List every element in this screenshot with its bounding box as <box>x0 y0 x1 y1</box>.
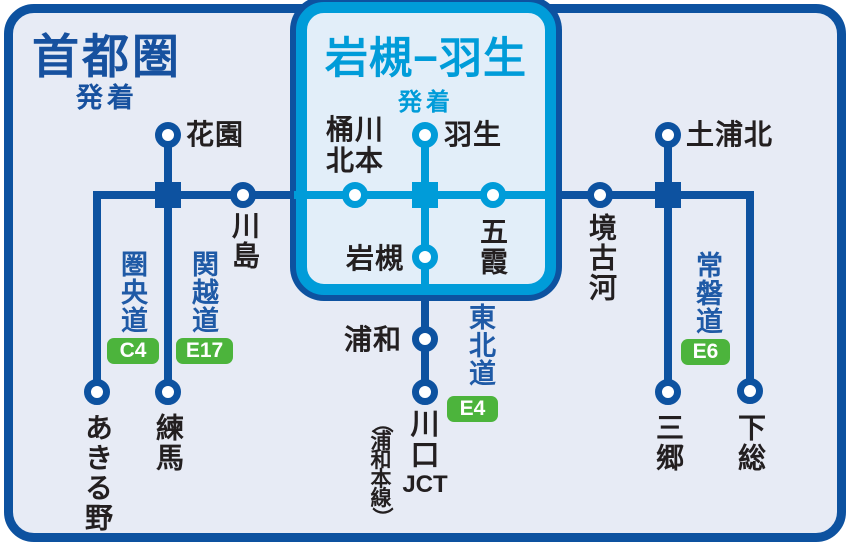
station-node-akiruno <box>84 379 110 405</box>
junction-icon-east <box>655 182 681 208</box>
route-line-jobando <box>664 135 672 392</box>
route-badge-e17: E17 <box>176 338 233 364</box>
station-node-urawa <box>412 326 438 352</box>
expressway-label-kenodo: 圏央道 <box>117 250 147 334</box>
station-label-sakai-koga: 境古河 <box>586 213 617 303</box>
station-label-kawajima: 川島 <box>229 211 260 271</box>
route-line-shimofusa-branch <box>746 191 754 392</box>
station-label-kawaguchi-jct: 川口 JCT <box>401 410 449 498</box>
station-label-misato: 三郷 <box>653 413 684 473</box>
station-label-hanazono: 花園 <box>186 119 245 150</box>
page-subtitle: 発着 <box>76 83 138 113</box>
highlight-subtitle: 発着 <box>398 89 454 116</box>
station-label-urawa: 浦和 <box>344 324 403 355</box>
station-label-iwatsuki: 岩槻 <box>346 243 405 274</box>
expressway-label-tohokudo: 東北道 <box>465 303 495 387</box>
station-node-hanyu <box>412 122 438 148</box>
route-badge-e4: E4 <box>447 396 498 422</box>
station-node-iwatsuki <box>412 244 438 270</box>
station-label-goka: 五霞 <box>477 217 508 277</box>
station-node-goka <box>480 182 506 208</box>
route-line-kenodo <box>93 191 101 392</box>
station-node-okegawa-kitamoto <box>342 182 368 208</box>
station-node-sakai-koga <box>587 182 613 208</box>
expressway-label-jobando: 常磐道 <box>692 251 722 335</box>
expressway-label-kanetsudo: 関越道 <box>188 250 218 334</box>
junction-icon-center <box>412 182 438 208</box>
junction-icon-west <box>155 182 181 208</box>
station-label-shimofusa: 下総 <box>735 413 766 473</box>
station-node-tsuchiura-kita <box>655 122 681 148</box>
station-node-hanazono <box>155 122 181 148</box>
station-node-kawaguchi-jct <box>412 379 438 405</box>
station-node-kawajima <box>230 182 256 208</box>
station-label-kawaguchi-chars: 川口 <box>410 409 440 472</box>
station-label-nerima: 練馬 <box>153 413 184 473</box>
station-label-akiruno: あきる野 <box>82 413 113 533</box>
station-label-kawaguchi-suffix: JCT <box>402 471 448 498</box>
route-badge-e6: E6 <box>681 339 730 365</box>
station-label-kawaguchi-note: （浦和本線） <box>369 412 393 528</box>
route-line-main-west <box>93 191 294 199</box>
station-label-hanyu: 羽生 <box>444 119 503 150</box>
station-label-okegawa-kitamoto: 桶川 北本 <box>326 114 385 176</box>
station-node-nerima <box>155 379 181 405</box>
route-line-kanetsudo <box>164 135 172 392</box>
highlight-title: 岩槻−羽生 <box>324 35 528 83</box>
page-title: 首都圏 <box>32 30 182 83</box>
station-node-misato <box>655 379 681 405</box>
station-label-tsuchiura-kita: 土浦北 <box>686 119 774 150</box>
route-line-tohokudo-highlight <box>421 135 429 286</box>
route-badge-c4: C4 <box>107 338 159 364</box>
station-node-shimofusa <box>737 378 763 404</box>
